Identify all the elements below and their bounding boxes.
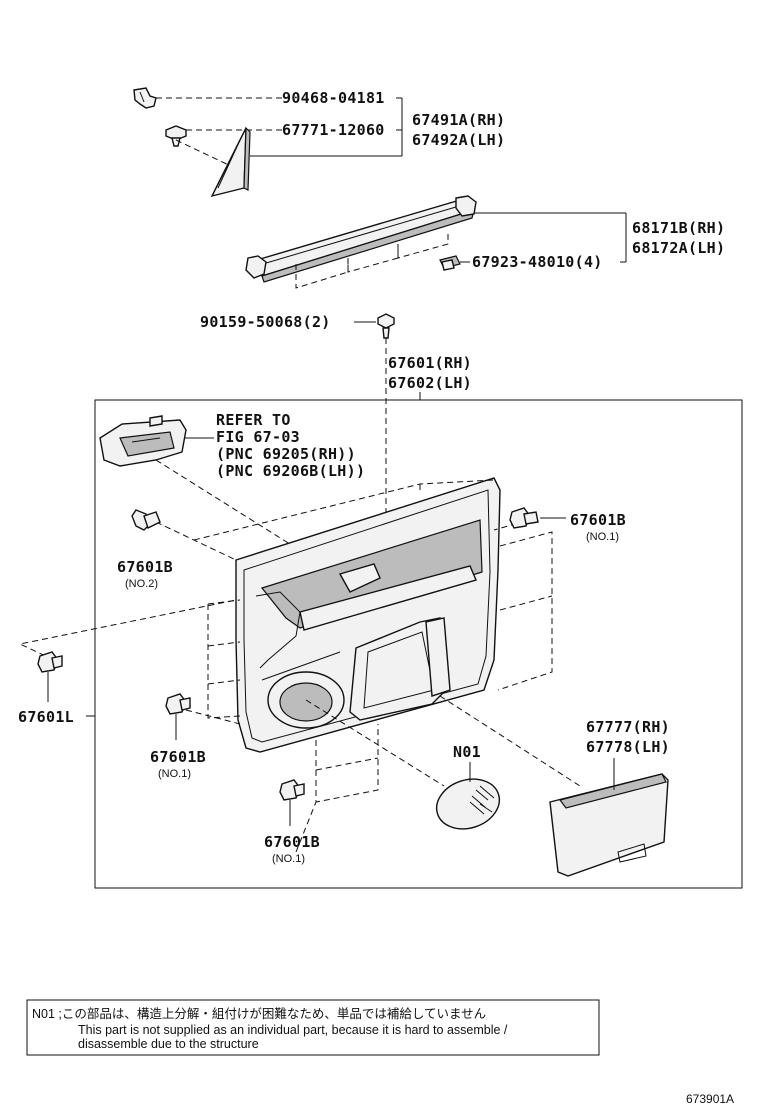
triangle-garnish-67491 <box>210 126 251 198</box>
figure-id: 673901A <box>686 1092 734 1106</box>
label-67602: 67602(LH) <box>388 374 472 392</box>
label-67601b-no2: 67601B <box>117 558 173 576</box>
label-67601b-right: 67601B <box>570 511 626 529</box>
note-japanese: N01 ;この部品は、構造上分解・組付けが困難なため、単品では補給していません <box>32 1006 486 1021</box>
label-67601b-bottom: 67601B <box>264 833 320 851</box>
label-67601: 67601(RH) <box>388 354 472 372</box>
label-67601b-right-sub: (NO.1) <box>586 531 619 543</box>
label-67491: 67491A(RH) <box>412 111 505 129</box>
label-90468: 90468-04181 <box>282 89 385 107</box>
clip-67601b-right <box>509 507 539 529</box>
label-67923: 67923-48010(4) <box>472 253 603 271</box>
door-pocket-67777 <box>549 773 669 877</box>
note-english-1: This part is not supplied as an individu… <box>78 1023 508 1037</box>
weatherstrip-68171 <box>245 195 477 283</box>
screw-90159 <box>377 313 395 339</box>
door-trim-panel <box>235 477 501 753</box>
label-67601b-no2-sub: (NO.2) <box>125 578 158 590</box>
label-67492: 67492A(LH) <box>412 131 505 149</box>
label-68172: 68172A(LH) <box>632 239 725 257</box>
label-67771: 67771-12060 <box>282 121 385 139</box>
clip-67601b-no2 <box>131 509 161 531</box>
clip-67601b-bottom <box>279 779 305 801</box>
label-n01: N01 <box>453 743 481 761</box>
label-67601b-mid-sub: (NO.1) <box>158 768 191 780</box>
screw-67771 <box>165 125 187 147</box>
clip-67601l <box>37 651 63 673</box>
label-refer-to: REFER TO <box>216 411 291 429</box>
label-refer-fig: FIG 67-03 <box>216 428 300 446</box>
label-68171: 68171B(RH) <box>632 219 725 237</box>
label-67777: 67777(RH) <box>586 718 670 736</box>
assembly-frame <box>94 399 743 889</box>
label-67601l: 67601L <box>18 708 74 726</box>
inner-handle-bezel <box>99 415 187 467</box>
dash-clip-guides <box>295 230 449 289</box>
label-refer-pnc-rh: (PNC 69205(RH)) <box>216 445 356 463</box>
label-67601b-bottom-sub: (NO.1) <box>272 853 305 865</box>
label-67778: 67778(LH) <box>586 738 670 756</box>
label-90159: 90159-50068(2) <box>200 313 331 331</box>
label-67601b-mid: 67601B <box>150 748 206 766</box>
clip-90468 <box>133 87 157 109</box>
clip-67601b-mid <box>165 693 191 715</box>
label-refer-pnc-lh: (PNC 69206B(LH)) <box>216 462 365 480</box>
note-box <box>26 999 600 1056</box>
bracket-68171 <box>474 212 627 263</box>
note-english-2: disassemble due to the structure <box>78 1037 259 1051</box>
speaker-grille-n01 <box>435 778 501 830</box>
bracket-67491 <box>250 97 403 157</box>
clip-67923 <box>439 255 461 271</box>
